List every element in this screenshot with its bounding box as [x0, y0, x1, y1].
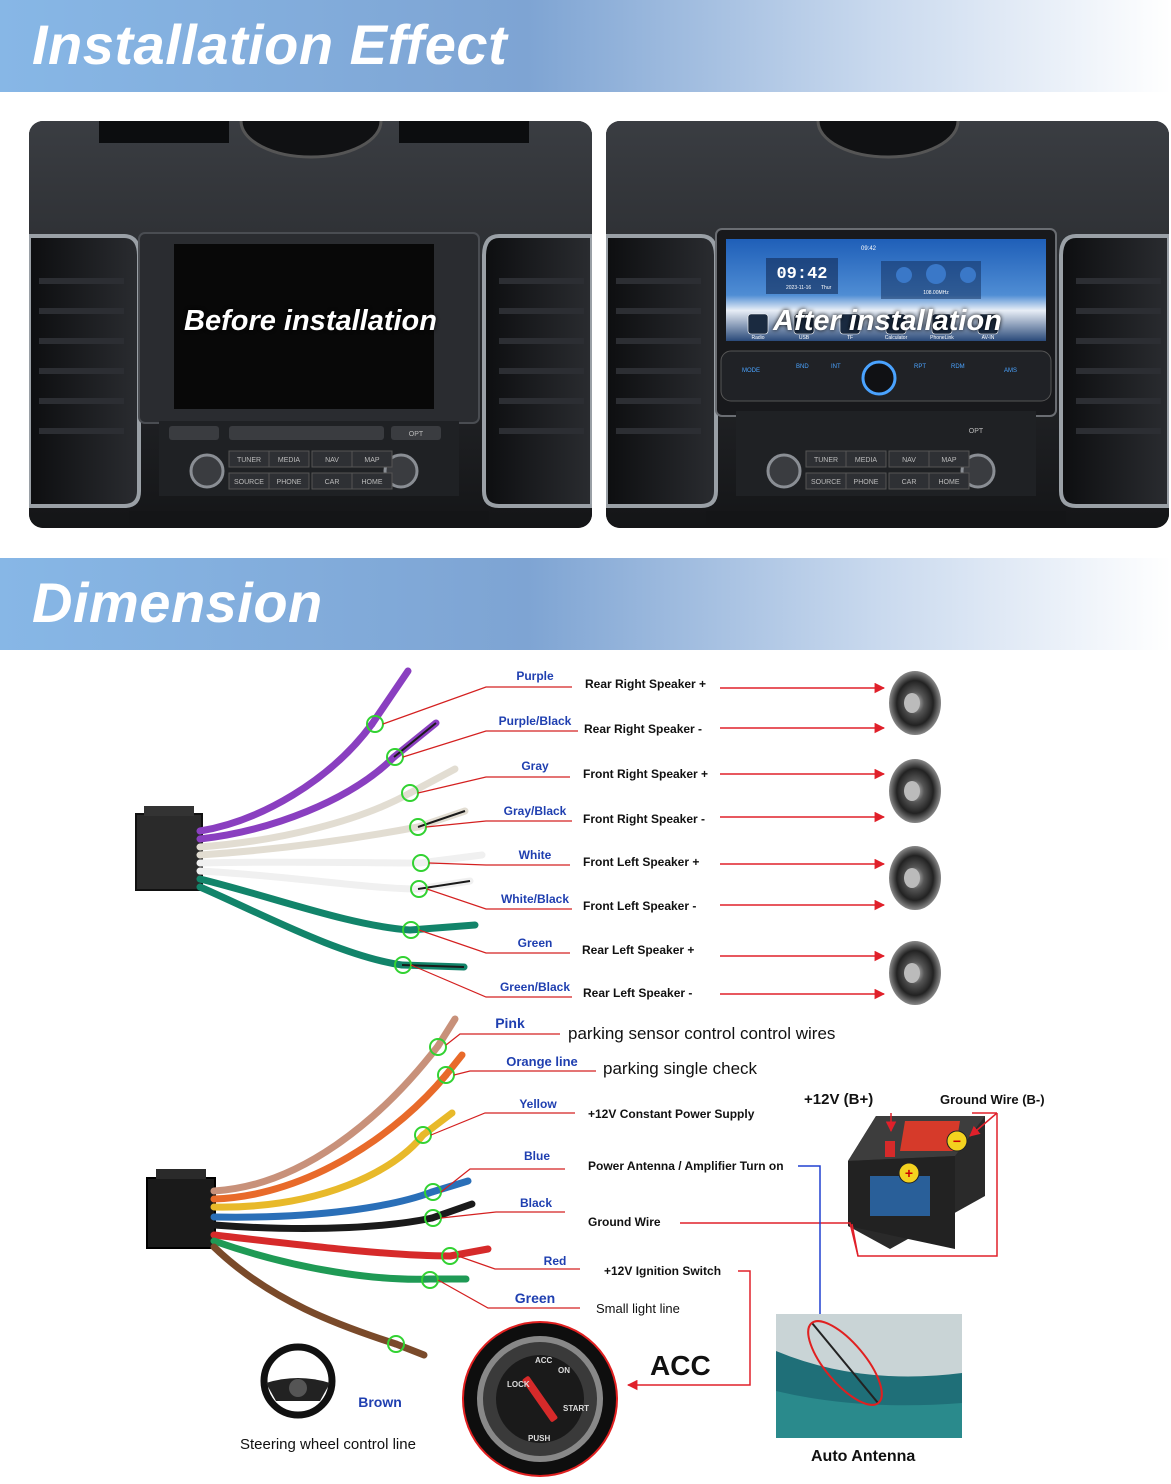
svg-text:ACC: ACC — [535, 1356, 553, 1365]
svg-text:−: − — [953, 1133, 961, 1149]
svg-text:LOCK: LOCK — [507, 1380, 530, 1389]
wire-function-label: Power Antenna / Amplifier Turn on — [588, 1159, 784, 1173]
battery-ground-label: Ground Wire (B-) — [940, 1092, 1045, 1107]
speaker-icon — [889, 759, 941, 823]
wire-function-label: Rear Left Speaker - — [583, 986, 692, 1000]
svg-text:PHONE: PHONE — [854, 479, 879, 486]
wire-color-label: Orange line — [506, 1054, 578, 1069]
svg-text:MEDIA: MEDIA — [855, 457, 878, 464]
auto-antenna-label: Auto Antenna — [811, 1448, 915, 1465]
wire-color-label: Yellow — [519, 1097, 557, 1111]
wire-function-label: +12V Constant Power Supply — [588, 1107, 755, 1121]
wire-color-label: Black — [520, 1196, 552, 1210]
dimension-title: Dimension — [32, 571, 323, 634]
svg-text:CAR: CAR — [325, 479, 340, 486]
svg-text:Calculator: Calculator — [885, 335, 908, 341]
svg-text:NAV: NAV — [902, 457, 916, 464]
svg-text:PhoneLink: PhoneLink — [930, 335, 954, 341]
wire-color-label: Gray — [521, 759, 549, 773]
battery-positive-label: +12V (B+) — [804, 1091, 873, 1108]
wire-color-label: Purple/Black — [499, 714, 572, 728]
wire-color-label: Blue — [524, 1149, 550, 1163]
dimension-banner: Dimension — [0, 558, 1171, 650]
svg-text:INT: INT — [831, 364, 841, 370]
svg-text:CAR: CAR — [902, 479, 917, 486]
dashboard-after-illustration: 09:42 2023-11-16 Thur 09:42 108.00MHz Ra… — [606, 121, 1169, 528]
battery-icon: + − — [848, 1116, 985, 1249]
svg-text:RPT: RPT — [914, 364, 926, 370]
wire-color-label: Pink — [495, 1015, 525, 1031]
speaker-harness-connector — [135, 813, 203, 891]
wire-function-label: Front Left Speaker - — [583, 899, 696, 913]
svg-text:TF: TF — [847, 335, 853, 341]
svg-text:START: START — [563, 1404, 589, 1413]
after-installation-photo: 09:42 2023-11-16 Thur 09:42 108.00MHz Ra… — [606, 121, 1169, 528]
svg-text:BND: BND — [796, 364, 809, 370]
svg-text:PHONE: PHONE — [277, 479, 302, 486]
svg-text:AV-IN: AV-IN — [982, 335, 995, 341]
svg-text:HOME: HOME — [362, 479, 383, 486]
wire-function-label: Rear Right Speaker + — [585, 677, 706, 691]
wire-function-label: Rear Right Speaker - — [584, 722, 702, 736]
wire-function-label: Front Right Speaker - — [583, 812, 705, 826]
svg-text:SOURCE: SOURCE — [811, 479, 841, 486]
installation-effect-banner: Installation Effect — [0, 0, 1171, 92]
speaker-icon — [889, 941, 941, 1005]
wire-color-label: Green — [515, 1290, 555, 1306]
speaker-icon — [889, 671, 941, 735]
wire-function-label: Steering wheel control line — [240, 1436, 416, 1453]
svg-text:AMS: AMS — [1004, 368, 1017, 374]
wire-function-label: Front Left Speaker + — [583, 855, 699, 869]
wire-function-label: +12V Ignition Switch — [604, 1264, 721, 1278]
svg-text:Radio: Radio — [751, 335, 764, 341]
wiring-diagram: Purple Purple/Black Gray Gray/Black Whit… — [135, 667, 1045, 1477]
svg-text:USB: USB — [799, 335, 810, 341]
acc-label: ACC — [650, 1350, 711, 1381]
svg-text:09:42: 09:42 — [861, 246, 877, 252]
svg-text:OPT: OPT — [409, 431, 424, 438]
auto-antenna-image — [776, 1314, 962, 1438]
svg-text:TUNER: TUNER — [814, 457, 838, 464]
power-harness-connector — [146, 1177, 216, 1249]
svg-text:PUSH: PUSH — [528, 1434, 550, 1443]
wire-color-label: Purple — [516, 669, 554, 683]
screen-clock: 09:42 — [776, 265, 827, 284]
svg-text:Thur: Thur — [821, 285, 832, 291]
svg-text:MODE: MODE — [742, 368, 760, 374]
svg-text:MEDIA: MEDIA — [278, 457, 301, 464]
svg-text:OPT: OPT — [969, 428, 984, 435]
wire-function-label: Small light line — [596, 1301, 680, 1316]
wire-function-label: parking sensor control control wires — [568, 1024, 835, 1043]
steering-wheel-icon — [260, 1343, 336, 1419]
ignition-key-icon: LOCK ACC ON START PUSH — [462, 1321, 618, 1477]
svg-text:2023-11-16: 2023-11-16 — [786, 285, 811, 291]
svg-text:108.00MHz: 108.00MHz — [923, 290, 949, 296]
svg-text:NAV: NAV — [325, 457, 339, 464]
svg-text:MAP: MAP — [364, 457, 380, 464]
wire-color-label: Gray/Black — [504, 804, 567, 818]
wire-function-label: Front Right Speaker + — [583, 767, 708, 781]
wire-function-label: Rear Left Speaker + — [582, 943, 694, 957]
wire-color-label: Red — [544, 1254, 567, 1268]
after-installation-label: After installation — [773, 305, 1002, 337]
wire-color-label: White/Black — [501, 892, 569, 906]
svg-text:MAP: MAP — [941, 457, 957, 464]
btn-tuner-before: TUNER — [237, 457, 261, 464]
wire-color-label: Brown — [358, 1394, 402, 1410]
dashboard-before-illustration: TUNER MEDIA NAV MAP SOURCE PHONE CAR HOME OPT — [29, 121, 592, 528]
svg-text:HOME: HOME — [939, 479, 960, 486]
wire-function-label: parking single check — [603, 1059, 758, 1078]
svg-text:RDM: RDM — [951, 364, 965, 370]
svg-text:SOURCE: SOURCE — [234, 479, 264, 486]
svg-text:+: + — [905, 1165, 913, 1181]
wire-color-label: White — [519, 848, 552, 862]
installation-effect-title: Installation Effect — [32, 13, 508, 76]
before-installation-label: Before installation — [184, 305, 437, 337]
wire-color-label: Green — [518, 936, 553, 950]
speaker-icon — [889, 846, 941, 910]
wire-color-label: Green/Black — [500, 980, 570, 994]
svg-text:ON: ON — [558, 1366, 570, 1375]
wire-function-label: Ground Wire — [588, 1215, 661, 1229]
